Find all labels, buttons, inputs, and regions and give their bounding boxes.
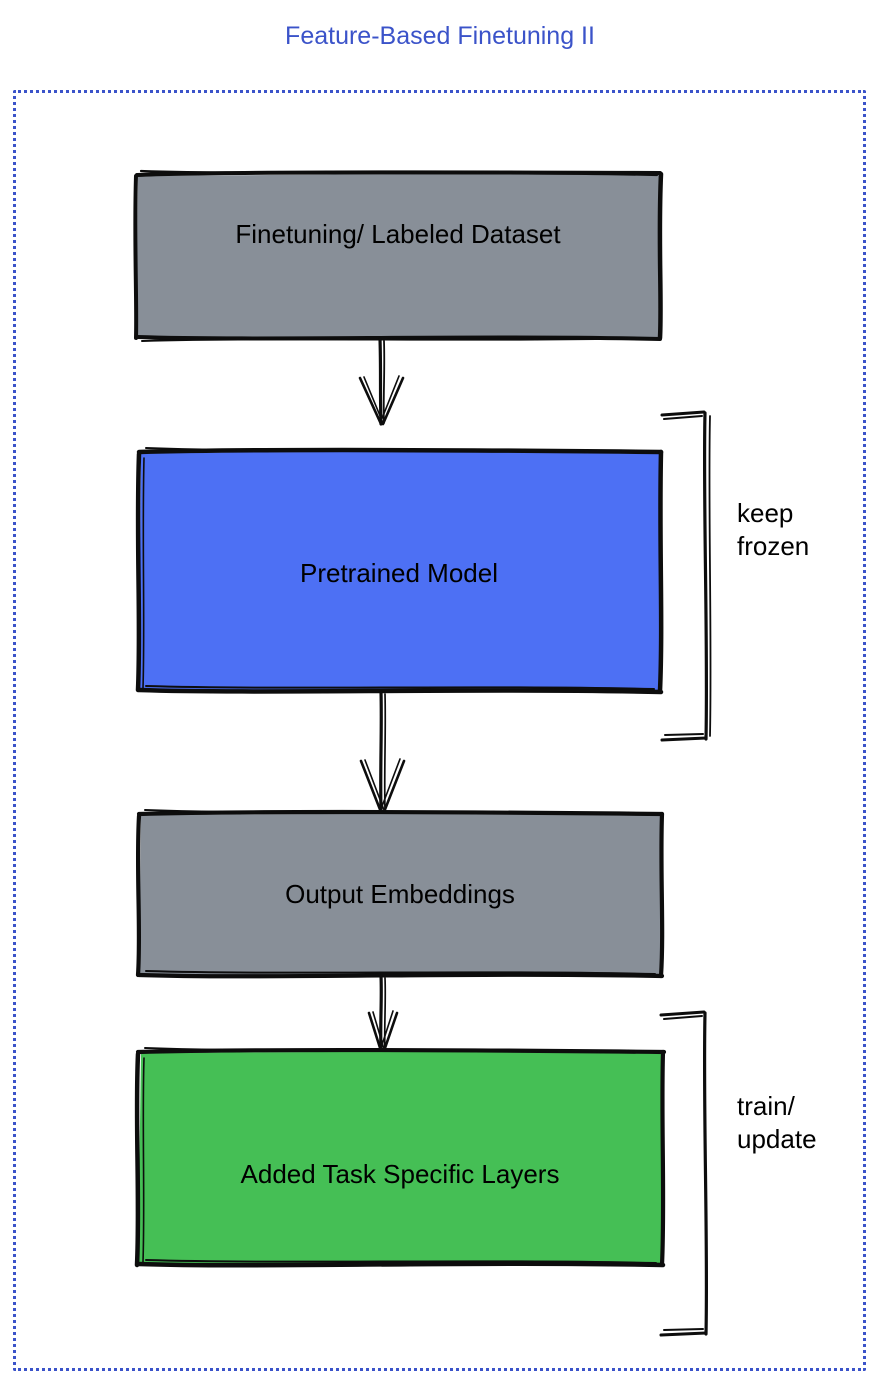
diagram-outer-frame bbox=[13, 90, 866, 1371]
annotation-keep-frozen: keep frozen bbox=[737, 498, 810, 561]
node-label-output-embeddings: Output Embeddings bbox=[285, 879, 515, 909]
page-title: Feature-Based Finetuning II bbox=[285, 22, 595, 50]
annotation-train-update: train/ update bbox=[737, 1091, 817, 1154]
node-label-pretrained-model: Pretrained Model bbox=[300, 558, 498, 588]
node-label-dataset: Finetuning/ Labeled Dataset bbox=[235, 219, 561, 249]
node-label-task-layers: Added Task Specific Layers bbox=[240, 1159, 560, 1189]
